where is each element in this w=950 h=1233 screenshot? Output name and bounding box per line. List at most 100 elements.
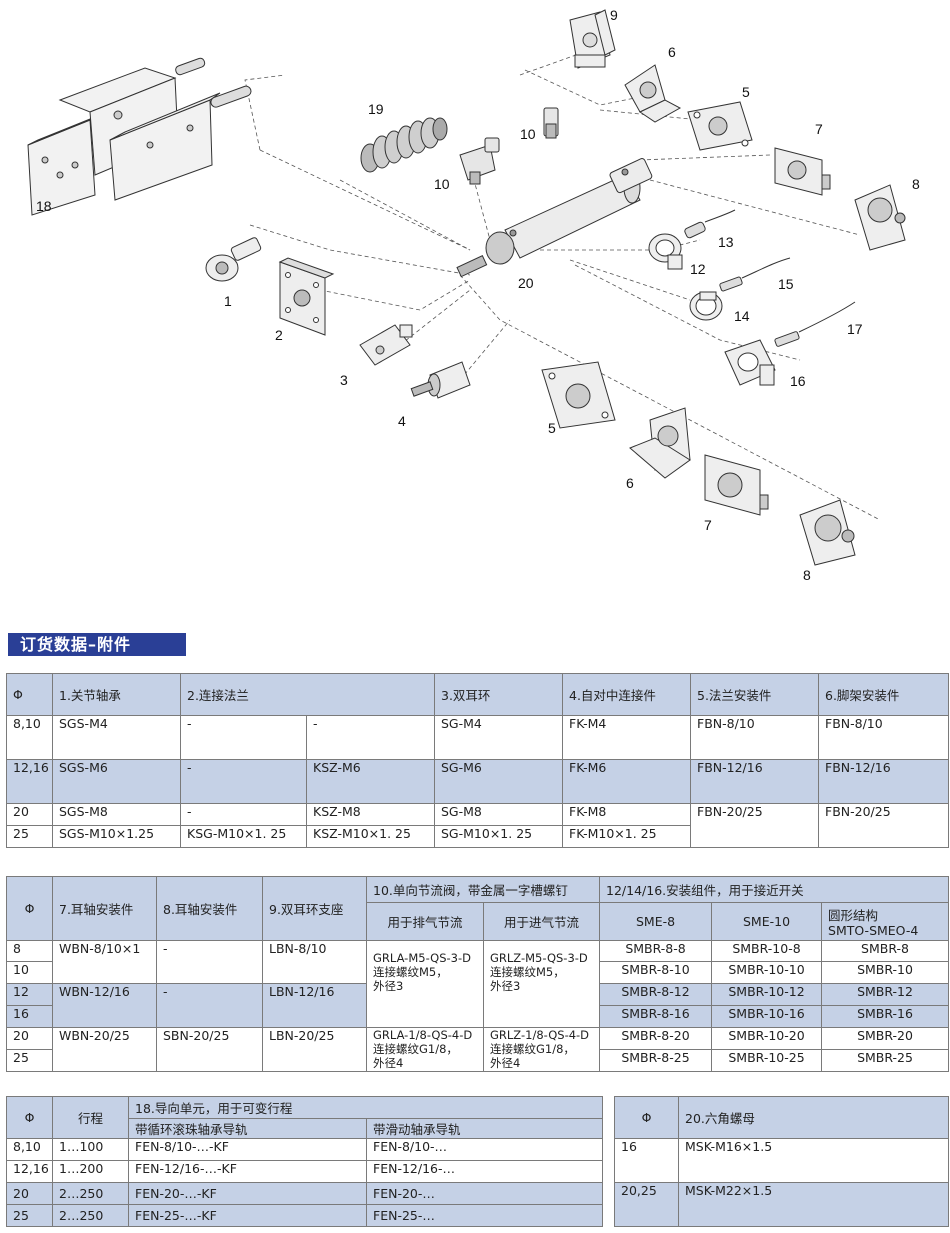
header-sme8: SME-8 (599, 902, 713, 941)
cell: 12,16 (6, 1160, 53, 1183)
callout-18: 18 (36, 198, 52, 214)
table-row: 12,16 1…200 FEN-12/16-…-KF FEN-12/16-… (6, 1160, 604, 1183)
coupling-flange-part-2 (278, 257, 335, 336)
cell: SMBR-10-10 (711, 961, 823, 984)
cell: 20,25 (614, 1182, 679, 1227)
cell: - (156, 983, 263, 1028)
table-row: 12,16 SGS-M6 - KSZ-M6 SG-M6 FK-M6 FBN-12… (6, 759, 949, 804)
cell: KSZ-M6 (306, 759, 435, 804)
cell: 1…100 (52, 1138, 129, 1161)
header-coupling-flange: 2.连接法兰 (180, 673, 435, 716)
cell: - (306, 715, 435, 760)
line: 外径4 (373, 1056, 404, 1070)
callout-1: 1 (224, 293, 232, 309)
line: GRLZ-1/8-QS-4-D (490, 1028, 590, 1043)
header-sensor-kit: 12/14/16.安装组件，用于接近开关 (599, 876, 950, 903)
callout-6: 6 (668, 44, 676, 60)
cell: SMBR-20 (821, 1027, 950, 1050)
cell: SGS-M10×1.25 (52, 825, 181, 848)
cell: 20 (6, 803, 53, 826)
line: 连接螺纹G1/8， (490, 1042, 575, 1056)
foot-mount-part-6-lower (629, 407, 691, 479)
cell: SMBR-8-8 (599, 940, 713, 962)
table-row: 20 SGS-M8 - KSZ-M8 SG-M8 FK-M8 FBN-20/25… (6, 803, 949, 848)
header-guide-unit: 18.导向单元，用于可变行程 (127, 1096, 604, 1119)
cell: 1…200 (52, 1160, 129, 1183)
flange-mount-part-5 (687, 101, 753, 151)
cell: SMBR-8-10 (599, 961, 713, 984)
table-row: 20,25 MSK-M22×1.5 (614, 1182, 949, 1227)
cell: SGS-M8 (52, 803, 181, 826)
callout-12: 12 (690, 261, 706, 277)
cell: SG-M6 (434, 759, 563, 804)
header-sme10: SME-10 (711, 902, 823, 941)
table-row: 25 SGS-M10×1.25 KSG-M10×1. 25 KSZ-M10×1.… (6, 825, 949, 848)
callout-2: 2 (275, 327, 283, 343)
header-exhaust: 用于排气节流 (366, 902, 484, 941)
flow-control-valve-part-10 (459, 107, 559, 185)
sensor-mount-part-16 (724, 339, 776, 386)
line: GRLA-1/8-QS-4-D (373, 1028, 473, 1043)
header-flange-mount: 5.法兰安装件 (690, 673, 819, 716)
line: 连接螺纹M5， (373, 965, 448, 979)
cell: 12,16 (6, 759, 53, 804)
cell: SMBR-10-20 (711, 1027, 823, 1050)
callout-3: 3 (340, 372, 348, 388)
valve-supply-m5: GRLZ-M5-QS-3-D 连接螺纹M5， 外径3 (482, 940, 601, 1028)
header-phi: Φ (6, 876, 53, 941)
table-row: 8 WBN-8/10×1 - LBN-8/10 GRLA-M5-QS-3-D 连… (6, 940, 950, 1028)
proximity-sensor-part-15 (719, 257, 791, 292)
flange-mount-part-5-lower (541, 361, 616, 429)
accessory-table-1: Φ 1.关节轴承 2.连接法兰 3.双耳环 4.自对中连接件 5.法兰安装件 6… (6, 673, 949, 848)
callout-20: 20 (518, 275, 534, 291)
guide-unit-part-18 (27, 57, 252, 216)
hex-nut-table: Φ 20.六角螺母 16 MSK-M16×1.5 20,25 MSK-M22×1… (614, 1096, 949, 1227)
header-round: 圆形结构 SMTO-SMEO-4 (821, 902, 950, 941)
cell: FEN-20-…-KF (128, 1182, 367, 1205)
cell: FEN-12/16-… (365, 1160, 604, 1183)
trunnion-mount-part-7 (774, 147, 831, 196)
cell: WBN-12/16 (52, 983, 157, 1028)
cell: SMBR-12 (821, 983, 950, 1006)
cell: FEN-20-… (365, 1182, 604, 1205)
proximity-sensor-part-17 (774, 301, 856, 347)
cell: SMBR-10-16 (711, 1005, 823, 1028)
line: GRLZ-M5-QS-3-D (490, 951, 588, 965)
table-row: 10 SMBR-8-10 SMBR-10-10 SMBR-10 (6, 961, 950, 984)
cell: FEN-8/10-… (365, 1138, 604, 1161)
trunnion-mount-part-7-lower (704, 454, 769, 516)
cell: KSG-M10×1. 25 (180, 825, 307, 848)
cell: FBN-20/25 (690, 803, 819, 848)
cell: SG-M10×1. 25 (434, 825, 563, 848)
cell: 10 (6, 961, 53, 984)
cell: 20 (6, 1182, 53, 1205)
callout-15: 15 (778, 276, 794, 292)
cell: SMBR-8-25 (599, 1049, 713, 1072)
callout-17: 17 (847, 321, 863, 337)
cell: - (180, 803, 307, 826)
line: 连接螺纹G1/8， (373, 1042, 458, 1056)
line: 外径3 (490, 979, 521, 993)
header-round-line1: 圆形结构 (828, 907, 879, 923)
callout-6b: 6 (626, 475, 634, 491)
cell: SMBR-8-20 (599, 1027, 713, 1050)
callout-13: 13 (718, 234, 734, 250)
table-row: 25 2…250 FEN-25-…-KF FEN-25-… (6, 1204, 604, 1227)
cell: 8 (6, 940, 53, 962)
cell: - (180, 759, 307, 804)
cell: 2…250 (52, 1204, 129, 1227)
foot-mount-part-6 (624, 64, 682, 123)
header-trunnion-support: 8.耳轴安装件 (156, 876, 263, 941)
table-row: 20 WBN-20/25 SBN-20/25 LBN-20/25 GRLA-1/… (6, 1027, 950, 1072)
rod-clevis-part-3 (359, 324, 413, 366)
table-row: 12 WBN-12/16 - LBN-12/16 SMBR-8-12 SMBR-… (6, 983, 950, 1028)
header-plain-bearing: 带滑动轴承导轨 (365, 1118, 604, 1139)
rod-eye-part-1 (205, 237, 262, 282)
cylinder-part-20 (456, 158, 653, 278)
header-self-align: 4.自对中连接件 (562, 673, 691, 716)
table-row: 8,10 SGS-M4 - - SG-M4 FK-M4 FBN-8/10 FBN… (6, 715, 949, 760)
header-phi: Φ (614, 1096, 679, 1139)
callout-5b: 5 (548, 420, 556, 436)
cell: FBN-8/10 (818, 715, 949, 760)
callout-10b: 10 (434, 176, 450, 192)
